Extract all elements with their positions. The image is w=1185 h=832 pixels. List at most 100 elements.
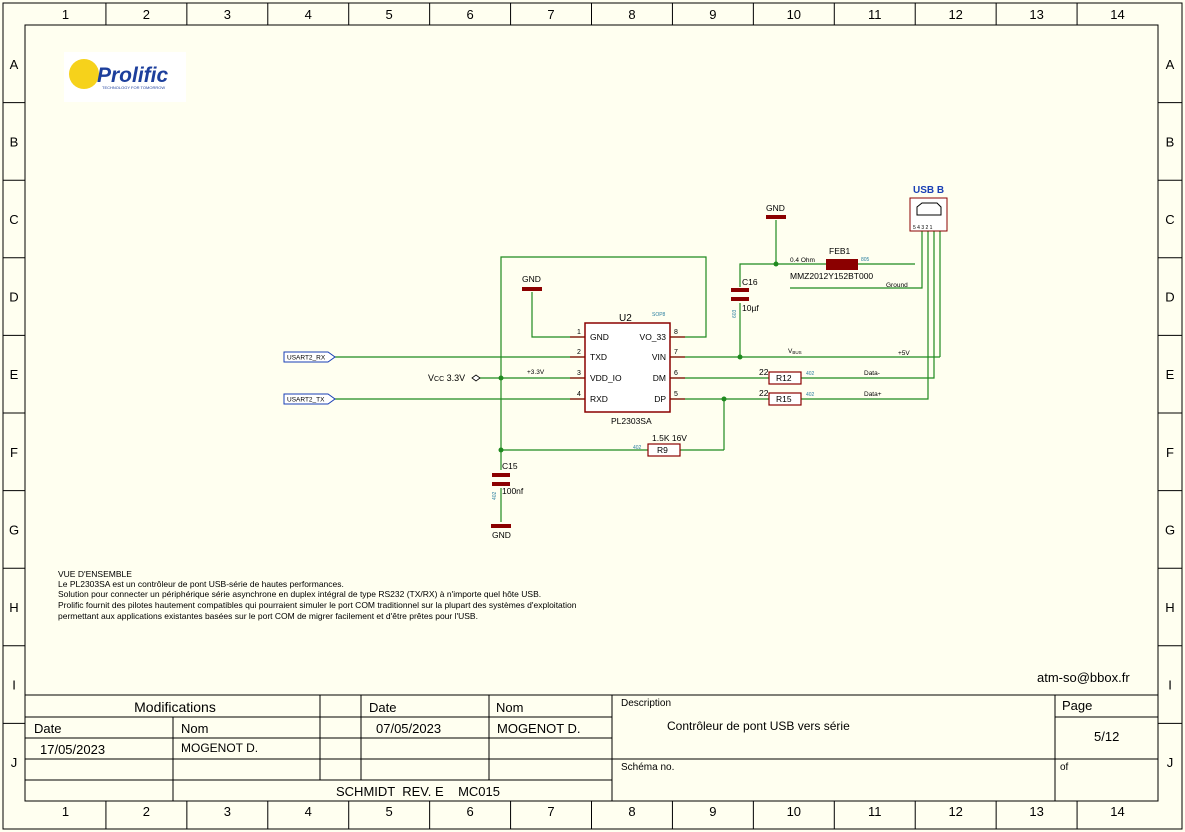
svg-text:Prolific fournit des pilotes h: Prolific fournit des pilotes hautement c…: [58, 600, 577, 610]
svg-text:6: 6: [674, 370, 678, 377]
svg-text:R15: R15: [776, 394, 792, 404]
svg-text:GND: GND: [492, 530, 511, 540]
frame-row-label: C: [1165, 212, 1174, 227]
svg-text:Data+: Data+: [864, 391, 882, 398]
svg-text:R12: R12: [776, 373, 792, 383]
frame-row-label: F: [10, 445, 18, 460]
frame-column-label: 7: [547, 804, 554, 819]
svg-text:FEB1: FEB1: [829, 246, 851, 256]
svg-text:GND: GND: [522, 274, 541, 284]
resistor-r15: R15 22 402: [759, 388, 815, 406]
frame-column-label: 9: [709, 7, 716, 22]
frame-row-label: A: [10, 57, 19, 72]
frame-row-label: G: [9, 522, 19, 537]
gnd-symbol-c15: GND: [491, 524, 511, 540]
svg-text:+5V: +5V: [898, 350, 910, 357]
svg-text:USART2_TX: USART2_TX: [287, 397, 325, 404]
svg-text:Ground: Ground: [886, 282, 908, 289]
mod-nom-value: MOGENOT D.: [181, 741, 258, 755]
frame-column-label: 12: [948, 804, 962, 819]
frame-row-label: E: [10, 367, 19, 382]
overview-notes: VUE D'ENSEMBLE Le PL2303SA est un contrô…: [58, 569, 577, 621]
overview-title: VUE D'ENSEMBLE: [58, 569, 132, 579]
frame-row-label: I: [1168, 678, 1172, 693]
contact-email: atm-so@bbox.fr: [1037, 670, 1130, 685]
frame-column-label: 11: [868, 7, 882, 22]
svg-text:Solution pour connecter un pér: Solution pour connecter un périphérique …: [58, 589, 541, 599]
svg-text:2: 2: [577, 349, 581, 356]
svg-text:22: 22: [759, 388, 769, 398]
usb-b-pins: 5 4 3 2 1: [913, 225, 933, 231]
frame-row-label: A: [1166, 57, 1175, 72]
svg-text:VO_33: VO_33: [640, 332, 667, 342]
frame-column-label: 6: [466, 7, 473, 22]
ic-package: SOP8: [652, 312, 666, 318]
of-label: of: [1060, 762, 1069, 773]
ic-u2-pl2303sa: U2 SOP8 PL2303SA GND TXD VDD_IO RXD VO_3…: [570, 312, 685, 426]
svg-text:DP: DP: [654, 394, 666, 404]
frame-column-label: 5: [386, 804, 393, 819]
mod-nom-label: Nom: [181, 721, 208, 736]
modifications-label: Modifications: [134, 699, 216, 715]
svg-text:DM: DM: [653, 373, 666, 383]
net-labels: VBUS +5V Data- Data+ +3.3V: [527, 348, 910, 398]
frame-column-label: 4: [305, 804, 312, 819]
ferrite-bead-feb1: FEB1 805 0.4 Ohm MMZ2012Y152BT000 Ground: [790, 246, 908, 289]
svg-text:402: 402: [633, 445, 642, 451]
frame-column-label: 10: [787, 7, 801, 22]
svg-text:4: 4: [577, 391, 581, 398]
frame-column-label: 10: [787, 804, 801, 819]
svg-text:402: 402: [806, 392, 815, 398]
frame-column-label: 4: [305, 7, 312, 22]
svg-text:22: 22: [759, 367, 769, 377]
svg-text:C15: C15: [502, 461, 518, 471]
svg-text:C16: C16: [742, 277, 758, 287]
svg-text:10µf: 10µf: [742, 303, 759, 313]
svg-text:1.5K 16V: 1.5K 16V: [652, 433, 687, 443]
frame-column-label: 6: [466, 804, 473, 819]
ic-part: PL2303SA: [611, 416, 652, 426]
frame-column-label: 13: [1029, 804, 1043, 819]
svg-text:VIN: VIN: [652, 352, 666, 362]
frame-column-label: 14: [1110, 7, 1124, 22]
capacitor-c15: C15 100nf 402: [492, 461, 524, 500]
resistor-r9: R9 1.5K 16V 402: [633, 433, 687, 457]
gnd-symbol-ic: GND: [522, 274, 542, 291]
resistor-r12: R12 22 402: [759, 367, 815, 385]
date-label: Date: [369, 700, 396, 715]
svg-text:R9: R9: [657, 445, 668, 455]
svg-text:GND: GND: [590, 332, 609, 342]
frame-column-label: 11: [868, 804, 882, 819]
frame-column-label: 3: [224, 804, 231, 819]
svg-text:RXD: RXD: [590, 394, 608, 404]
frame-row-label: J: [11, 755, 18, 770]
svg-text:7: 7: [674, 349, 678, 356]
frame-row-label: F: [1166, 445, 1174, 460]
svg-text:100nf: 100nf: [502, 486, 524, 496]
svg-text:VCC 3.3V: VCC 3.3V: [428, 373, 465, 383]
vcc-3v3-port: VCC 3.3V: [428, 373, 481, 383]
frame-column-label: 14: [1110, 804, 1124, 819]
svg-text:0.4 Ohm: 0.4 Ohm: [790, 257, 815, 264]
frame-row-label: E: [1166, 367, 1175, 382]
svg-text:5: 5: [674, 391, 678, 398]
frame-row-label: H: [9, 600, 18, 615]
svg-text:402: 402: [806, 371, 815, 377]
description-label: Description: [621, 698, 671, 709]
junctions: [498, 261, 779, 453]
frame-column-label: 7: [547, 7, 554, 22]
logo-text: Prolific: [97, 64, 169, 87]
frame-column-label: 2: [143, 804, 150, 819]
frame-row-label: D: [9, 290, 18, 305]
ic-ref: U2: [619, 313, 632, 324]
svg-text:Le PL2303SA est un contrôleur: Le PL2303SA est un contrôleur de pont US…: [58, 579, 344, 589]
svg-text:VDD_IO: VDD_IO: [590, 373, 622, 383]
port-usart2-tx: USART2_TX: [283, 393, 336, 405]
svg-text:VBUS: VBUS: [788, 348, 802, 355]
frame-column-label: 13: [1029, 7, 1043, 22]
logo-tagline: TECHNOLOGY FOR TOMORROW: [102, 85, 165, 90]
project-name: SCHMIDT REV. E MC015: [336, 784, 500, 799]
frame-row-label: C: [9, 212, 18, 227]
frame-row-label: H: [1165, 600, 1174, 615]
